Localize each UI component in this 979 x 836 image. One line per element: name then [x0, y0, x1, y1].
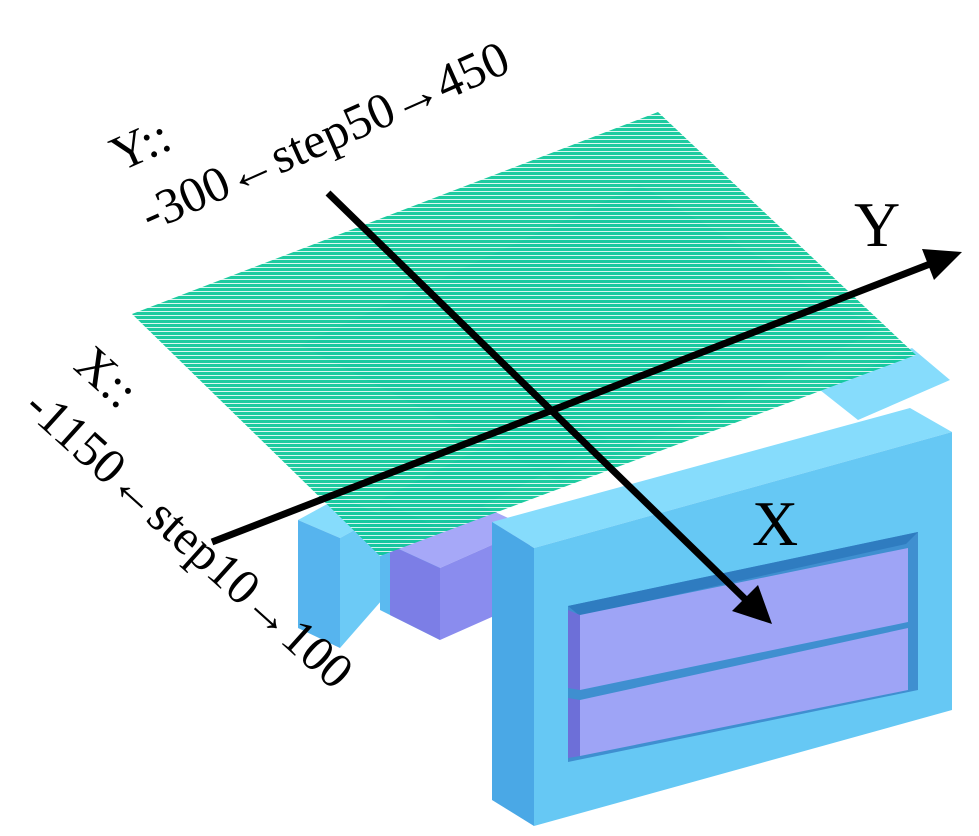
window-bar-lower — [580, 628, 908, 756]
cut-plane — [132, 112, 916, 556]
y-axis-label: Y — [854, 189, 900, 260]
axes — [210, 190, 962, 624]
x-axis-label: X — [752, 488, 798, 559]
inner-block-left-side — [390, 545, 440, 640]
inner-block-left-top — [390, 505, 530, 568]
structure-back-pillar-front — [340, 515, 382, 648]
window-bar-upper — [580, 548, 908, 690]
frame-top — [492, 408, 952, 548]
y-axis-line — [210, 260, 932, 546]
frame-window-inner-top — [568, 532, 918, 616]
window-bar-upper-edge — [568, 610, 580, 690]
structure-back-pillar-side — [298, 520, 340, 648]
y-axis-arrowhead — [922, 249, 962, 280]
frame-left-side — [492, 522, 534, 826]
window-bar-lower-edge — [568, 698, 580, 758]
x-axis-line — [325, 190, 749, 603]
x-axis-arrowhead — [732, 585, 772, 624]
structure-upper-right — [820, 348, 950, 420]
y-range-label: Y:: — [102, 107, 179, 182]
